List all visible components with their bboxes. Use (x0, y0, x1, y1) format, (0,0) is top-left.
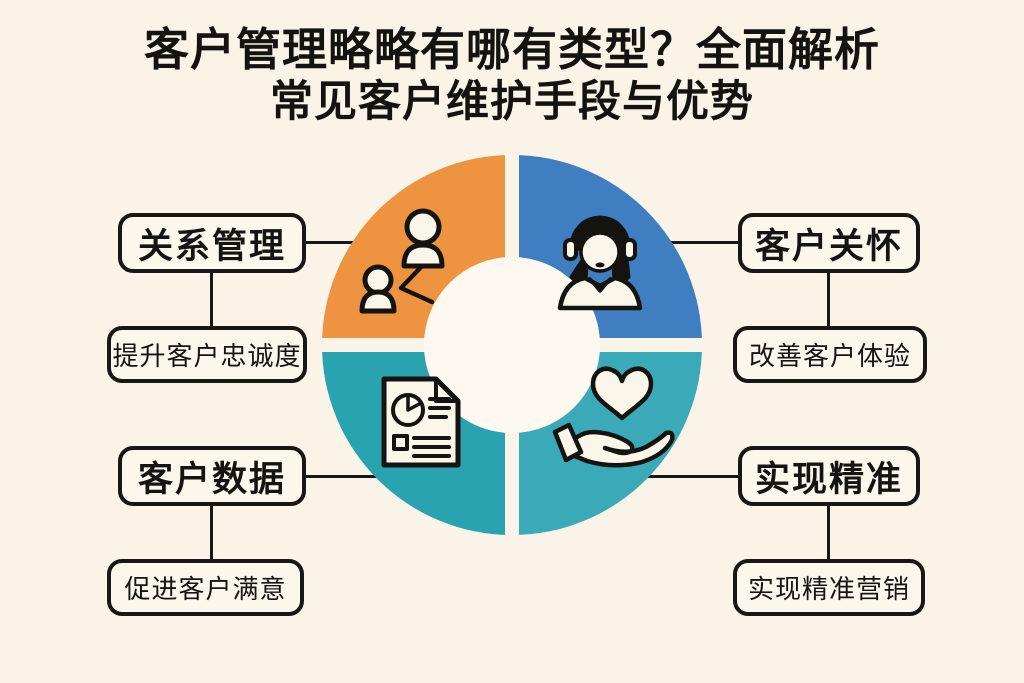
network-people-icon (359, 208, 445, 314)
hand-heart-icon (552, 366, 675, 468)
connector-line (646, 475, 740, 478)
connector-line (304, 475, 378, 478)
sub-box-satisfaction: 促进客户满意 (107, 559, 304, 616)
donut-diagram (322, 155, 702, 535)
label-text: 客户数据 (137, 459, 286, 500)
sub-box-experience: 改善客户体验 (733, 326, 927, 383)
label-box-relationship-management: 关系管理 (118, 213, 306, 273)
label-box-precision: 实现精准 (738, 446, 920, 506)
donut-hole (424, 257, 600, 433)
label-box-customer-data: 客户数据 (118, 446, 306, 506)
connector-line (827, 504, 830, 561)
sub-text: 改善客户体验 (748, 342, 911, 372)
connector-line (827, 271, 830, 328)
sub-text: 促进客户满意 (124, 575, 287, 605)
title-line-1: 客户管理略略有哪有类型？全面解析 (143, 23, 880, 76)
sub-text: 提升客户忠诚度 (112, 342, 302, 372)
support-agent-icon (557, 215, 643, 311)
sub-box-precision-marketing: 实现精准营销 (733, 559, 925, 616)
report-document-icon (381, 376, 461, 468)
title-line-2: 常见客户维护手段与优势 (270, 76, 754, 127)
sub-box-loyalty: 提升客户忠诚度 (107, 326, 307, 383)
connector-line (210, 504, 213, 561)
label-text: 关系管理 (137, 226, 286, 267)
sub-text: 实现精准营销 (747, 575, 910, 605)
label-text: 实现精准 (754, 459, 903, 500)
connector-line (210, 271, 213, 328)
label-text: 客户关怀 (754, 226, 903, 267)
connector-line (670, 241, 740, 244)
connector-line (304, 241, 354, 244)
page-title: 客户管理略略有哪有类型？全面解析 常见客户维护手段与优势 (0, 24, 1024, 130)
label-box-customer-care: 客户关怀 (738, 213, 920, 273)
